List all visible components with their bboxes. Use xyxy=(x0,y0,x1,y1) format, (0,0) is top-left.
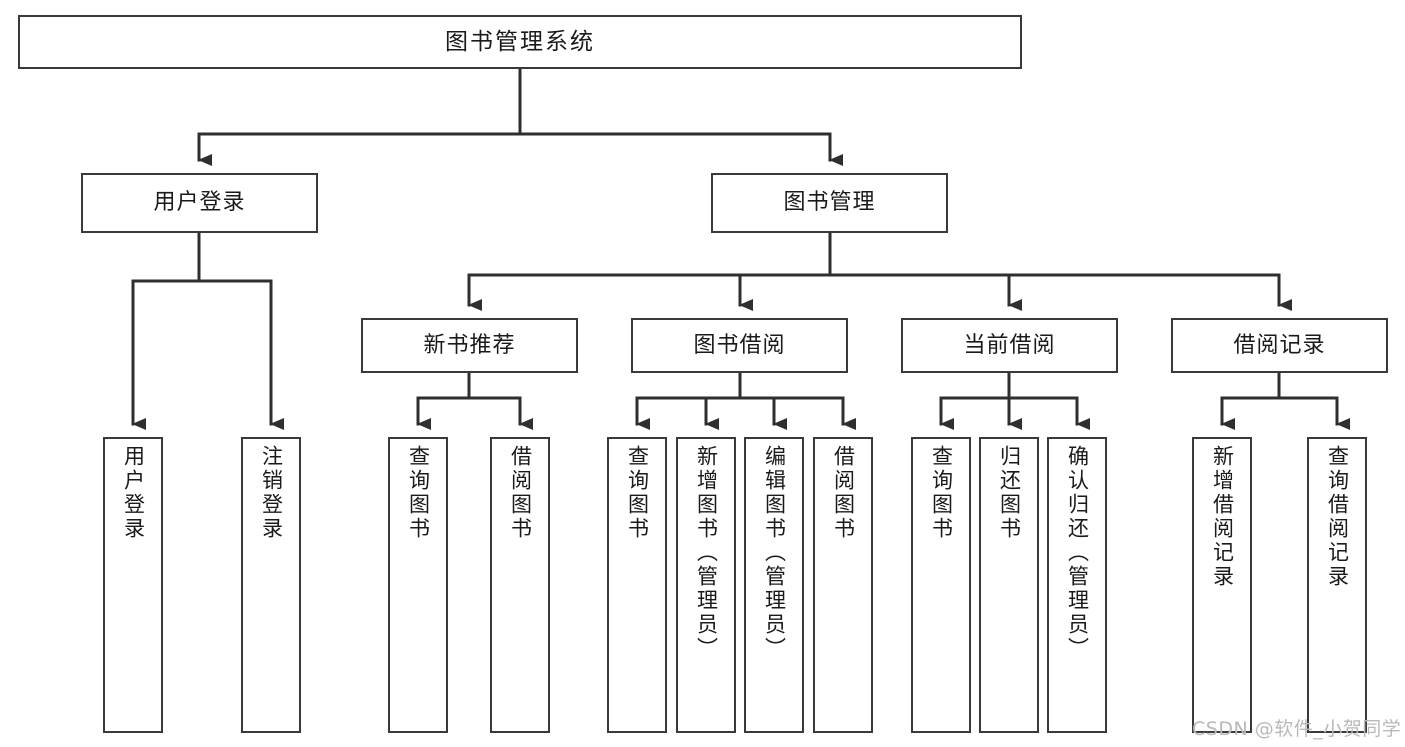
leaf-borrow-query-book[interactable]: 查询图书 xyxy=(607,437,667,733)
node-label: 确认归还（管理员） xyxy=(1065,445,1090,661)
node-label: 当前借阅 xyxy=(963,332,1056,358)
node-label: 图书管理 xyxy=(783,190,876,216)
leaf-record-add-record[interactable]: 新增借阅记录 xyxy=(1192,437,1252,733)
node-new-book-recommend[interactable]: 新书推荐 xyxy=(361,318,578,373)
node-label: 图书借阅 xyxy=(693,332,786,358)
node-label: 新增借阅记录 xyxy=(1210,445,1235,589)
node-label: 借阅记录 xyxy=(1233,332,1326,358)
csdn-watermark: CSDN @软件_小贺同学 xyxy=(1192,718,1402,740)
node-label: 查询借阅记录 xyxy=(1325,445,1350,589)
node-book-borrow[interactable]: 图书借阅 xyxy=(631,318,848,373)
leaf-borrow-edit-book-admin[interactable]: 编辑图书（管理员） xyxy=(744,437,804,733)
node-label: 查询图书 xyxy=(406,445,431,541)
node-user-login[interactable]: 用户登录 xyxy=(81,173,318,233)
node-label: 借阅图书 xyxy=(831,445,856,541)
node-label: 查询图书 xyxy=(929,445,954,541)
node-label: 新书推荐 xyxy=(423,332,516,358)
node-label: 新增图书（管理员） xyxy=(694,445,719,661)
leaf-user-login-signin[interactable]: 用户登录 xyxy=(103,437,163,733)
node-label: 注销登录 xyxy=(259,445,284,541)
leaf-borrow-borrow-book[interactable]: 借阅图书 xyxy=(813,437,873,733)
node-label: 归还图书 xyxy=(997,445,1022,541)
leaf-borrow-add-book-admin[interactable]: 新增图书（管理员） xyxy=(676,437,736,733)
node-label: 查询图书 xyxy=(625,445,650,541)
node-label: 用户登录 xyxy=(121,445,146,541)
leaf-recommend-query-book[interactable]: 查询图书 xyxy=(388,437,448,733)
node-borrow-record[interactable]: 借阅记录 xyxy=(1171,318,1388,373)
node-current-borrow[interactable]: 当前借阅 xyxy=(901,318,1118,373)
leaf-current-query-book[interactable]: 查询图书 xyxy=(911,437,971,733)
node-label: 图书管理系统 xyxy=(445,28,595,55)
node-label: 编辑图书（管理员） xyxy=(762,445,787,661)
node-label: 借阅图书 xyxy=(508,445,533,541)
node-label: 用户登录 xyxy=(153,190,246,216)
leaf-user-login-signout[interactable]: 注销登录 xyxy=(241,437,301,733)
leaf-current-return-book[interactable]: 归还图书 xyxy=(979,437,1039,733)
leaf-current-confirm-return-admin[interactable]: 确认归还（管理员） xyxy=(1047,437,1107,733)
node-book-management[interactable]: 图书管理 xyxy=(711,173,948,233)
node-root-system[interactable]: 图书管理系统 xyxy=(18,15,1022,69)
leaf-record-query-record[interactable]: 查询借阅记录 xyxy=(1307,437,1367,733)
leaf-recommend-borrow-book[interactable]: 借阅图书 xyxy=(490,437,550,733)
